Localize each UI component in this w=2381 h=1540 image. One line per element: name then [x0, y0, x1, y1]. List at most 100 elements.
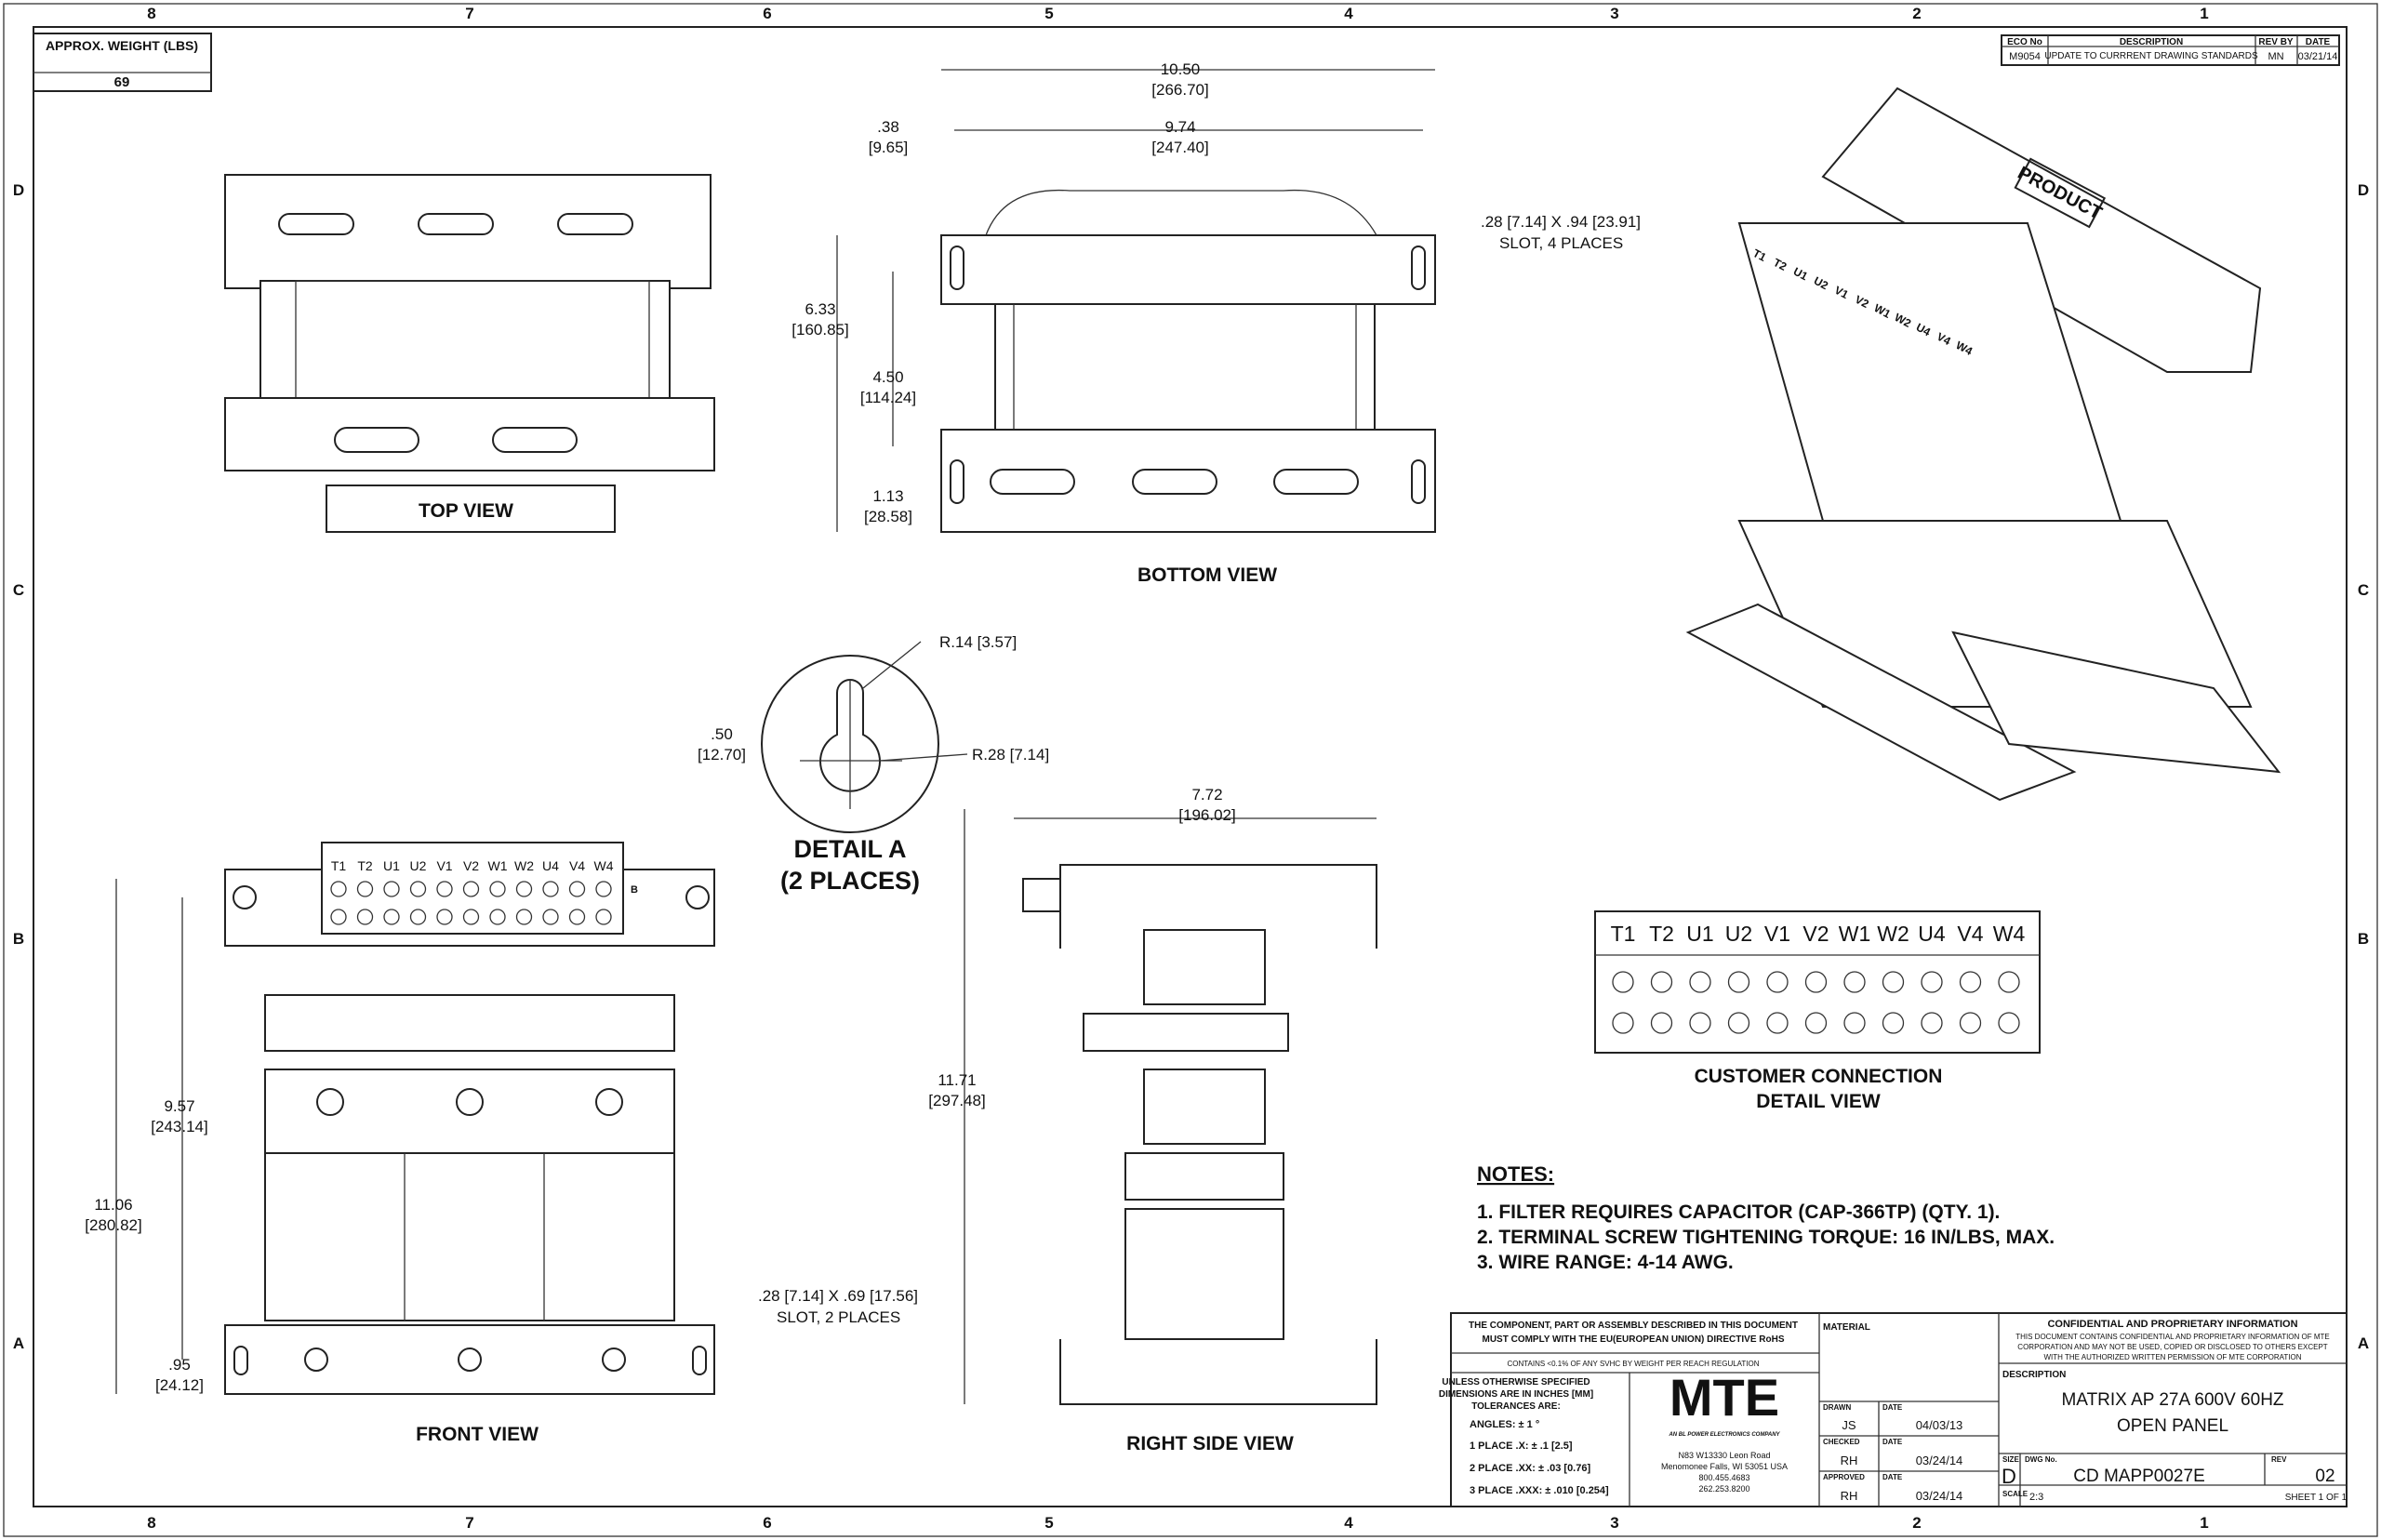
- terminal-screw-icon: [1921, 1012, 1943, 1034]
- zone-row-B: B: [13, 930, 24, 948]
- reach-text: CONTAINS <0.1% OF ANY SVHC BY WEIGHT PER…: [1507, 1360, 1759, 1368]
- terminal-screw-icon: [542, 909, 559, 925]
- terminal-screw-icon: [1882, 971, 1905, 993]
- iso-terminal-label: U2: [1812, 274, 1830, 293]
- tol-1place: 1 PLACE .X: ± .1 [2.5]: [1470, 1440, 1573, 1452]
- size-label: SIZE: [2002, 1455, 2019, 1464]
- approved-date-label: DATE: [1882, 1473, 1903, 1481]
- slot4-sub: SLOT, 4 PLACES: [1499, 234, 1623, 252]
- terminal-screw-icon: [409, 881, 427, 897]
- zone-col-6: 6: [763, 5, 771, 22]
- zone-col-2: 2: [1912, 5, 1921, 22]
- outer-border: [3, 3, 2378, 1537]
- terminal-screw-icon: [1959, 971, 1982, 993]
- terminal-screw-icon: [1766, 971, 1789, 993]
- terminal-screw-icon: [1650, 971, 1673, 993]
- size-value: D: [2002, 1465, 2016, 1488]
- rev-by: MN: [2268, 51, 2283, 62]
- rohs-line2: MUST COMPLY WITH THE EU(EUROPEAN UNION) …: [1482, 1334, 1784, 1345]
- customer-connection-sub: DETAIL VIEW: [1756, 1091, 1881, 1112]
- dim-front-h-mm: [280.82]: [85, 1216, 141, 1234]
- rev-label: REV: [2271, 1455, 2287, 1464]
- tol-line1: UNLESS OTHERWISE SPECIFIED: [1442, 1377, 1590, 1387]
- bottom-view: BOTTOM VIEW 10.50 [266.70] 9.74 [247.40]…: [791, 60, 1641, 586]
- iso-terminal-label: T2: [1771, 256, 1789, 273]
- right-side-view: 7.72 [196.02] 11.71 [297.48] RIGHT SIDE …: [928, 786, 1377, 1454]
- iso-terminal-label: V2: [1853, 293, 1871, 311]
- mte-logo: MTE: [1669, 1368, 1779, 1427]
- detail-r1: R.14 [3.57]: [939, 633, 1017, 651]
- approved-by: RH: [1841, 1489, 1858, 1503]
- customer-terminal-label: V4: [1957, 922, 1983, 946]
- terminal-screw-icon: [489, 909, 506, 925]
- dim-front-h2: 9.57: [164, 1097, 194, 1115]
- drawn-by: JS: [1842, 1418, 1856, 1432]
- terminal-screw-icon: [515, 909, 533, 925]
- zone-col-3: 3: [1610, 5, 1618, 22]
- address-line1: N83 W13330 Leon Road: [1678, 1451, 1770, 1460]
- rev-value: 02: [2315, 1467, 2334, 1486]
- zone-col-4: 4: [1344, 1514, 1353, 1532]
- rev-eco: M9054: [2009, 51, 2041, 62]
- address-line2: Menomonee Falls, WI 53051 USA: [1661, 1462, 1788, 1471]
- customer-terminal-label: U2: [1725, 922, 1752, 946]
- rev-header-date: DATE: [2306, 37, 2331, 47]
- front-terminal-label: U2: [410, 858, 427, 873]
- dim-side-w: 7.72: [1191, 786, 1222, 803]
- customer-terminal-label: T2: [1649, 922, 1674, 946]
- terminal-screw-icon: [436, 881, 453, 897]
- terminal-screw-icon: [436, 909, 453, 925]
- customer-terminal-label: W2: [1877, 922, 1909, 946]
- revision-block: ECO No DESCRIPTION REV BY DATE M9054 UPD…: [2001, 34, 2340, 66]
- confidential-line3: WITH THE AUTHORIZED WRITTEN PERMISSION O…: [2043, 1353, 2301, 1361]
- terminal-screw-icon: [1843, 1012, 1866, 1034]
- terminal-screw-icon: [383, 881, 400, 897]
- checked-date: 03/24/14: [1916, 1454, 1963, 1467]
- terminal-screw-icon: [356, 881, 374, 897]
- dim-bottom-h2: 4.50: [872, 368, 903, 386]
- zone-col-5: 5: [1044, 5, 1053, 22]
- iso-terminal-label: U1: [1791, 265, 1810, 284]
- dim-bottom-h3-mm: [28.58]: [864, 508, 912, 525]
- phone-2: 262.253.8200: [1698, 1484, 1749, 1494]
- detail-a-label: DETAIL A: [794, 835, 907, 863]
- bottom-view-label: BOTTOM VIEW: [1137, 564, 1277, 586]
- approved-label: APPROVED: [1823, 1473, 1865, 1481]
- front-terminal-label: W1: [488, 858, 508, 873]
- terminal-screw-icon: [1998, 971, 2020, 993]
- note-3: 3. WIRE RANGE: 4-14 AWG.: [1477, 1252, 1734, 1273]
- front-terminal-label: V4: [569, 858, 585, 873]
- drawn-label: DRAWN: [1823, 1403, 1851, 1412]
- mte-logo-sub: AN BL POWER ELECTRONICS COMPANY: [1668, 1432, 1780, 1438]
- detail-a-sub: (2 PLACES): [780, 867, 920, 895]
- terminal-block-marker: B: [631, 884, 638, 896]
- dim-bottom-h: 6.33: [805, 300, 835, 318]
- top-view: TOP VIEW: [224, 174, 715, 533]
- iso-terminal-label: V4: [1935, 330, 1953, 348]
- confidential-title: CONFIDENTIAL AND PROPRIETARY INFORMATION: [2047, 1319, 2297, 1330]
- dwg-no: CD MAPP0027E: [2073, 1467, 2205, 1486]
- dim-front-h2-mm: [243.14]: [151, 1118, 207, 1135]
- terminal-screw-icon: [1727, 1012, 1750, 1034]
- dim-bottom-w2-mm: [247.40]: [1151, 139, 1208, 156]
- zone-row-D: D: [13, 181, 24, 199]
- zone-col-5: 5: [1044, 1514, 1053, 1532]
- zone-row-C: C: [13, 581, 24, 599]
- terminal-screw-icon: [383, 909, 400, 925]
- checked-by: RH: [1841, 1454, 1858, 1467]
- dim-front-h3-mm: [24.12]: [155, 1376, 204, 1394]
- dim-bottom-w2: 9.74: [1164, 118, 1195, 136]
- iso-terminal-label: U4: [1914, 321, 1933, 339]
- terminal-screw-icon: [1998, 1012, 2020, 1034]
- customer-terminal-label: U4: [1918, 922, 1946, 946]
- dim-side-h-mm: [297.48]: [928, 1092, 985, 1109]
- terminal-screw-icon: [595, 909, 612, 925]
- rev-desc: UPDATE TO CURRRENT DRAWING STANDARDS: [2044, 51, 2258, 61]
- terminal-screw-icon: [568, 881, 586, 897]
- customer-connection-label: CUSTOMER CONNECTION: [1695, 1066, 1943, 1087]
- zone-col-7: 7: [465, 5, 473, 22]
